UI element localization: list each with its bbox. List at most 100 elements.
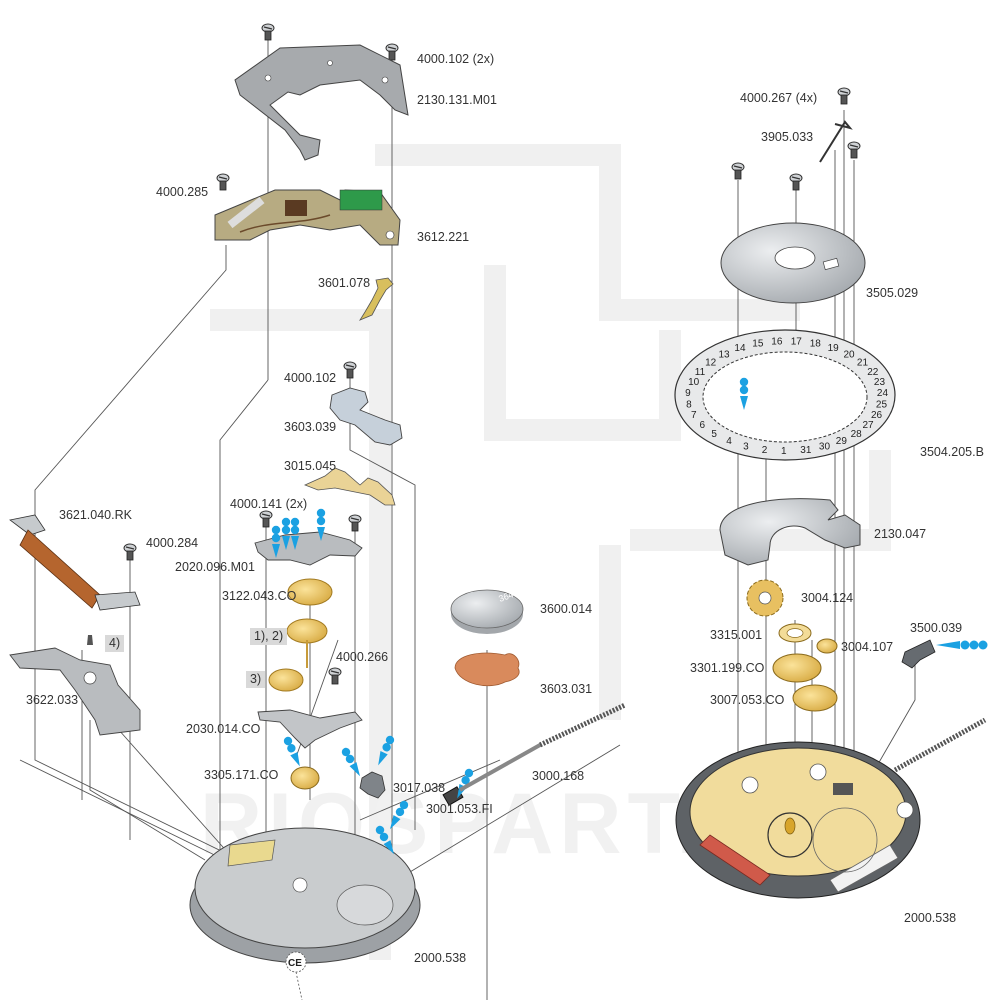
note-label: 4) [105, 635, 125, 652]
wheel-3122043 [287, 578, 333, 606]
part-label: 3603.031 [540, 682, 593, 696]
coil-red [699, 834, 771, 886]
date-number: 6 [700, 420, 706, 431]
date-number: 24 [877, 388, 889, 399]
wheel-3301199 [772, 653, 822, 683]
stem-3000168 [459, 743, 541, 792]
part-label: 3122.043.CO [222, 589, 297, 603]
date-number: 14 [734, 343, 746, 354]
part-label: 3001.053.FI [426, 802, 493, 816]
pcb-quartz [227, 196, 265, 229]
screw-4000141-b [348, 514, 362, 532]
wheel-3007053 [792, 684, 838, 712]
date-number: 15 [752, 339, 764, 350]
date-number: 28 [851, 429, 863, 440]
pivot-4 [87, 635, 93, 645]
wheel-3004107 [816, 638, 838, 654]
stem-thread [538, 702, 627, 748]
ce-stamp: CE [288, 958, 302, 969]
part-label: 3905.033 [761, 130, 814, 144]
screw-4000284 [123, 543, 137, 561]
date-number: 13 [719, 349, 731, 360]
part-label: 3004.107 [841, 640, 894, 654]
date-number: 26 [871, 410, 883, 421]
part-label: 4000.102 (2x) [417, 52, 495, 66]
wheel-3305171 [290, 766, 320, 790]
part-label: 3600.014 [540, 602, 593, 616]
pcb-trace [239, 214, 331, 233]
part-label: 3000.168 [532, 769, 585, 783]
date-number: 8 [686, 399, 692, 410]
part-label: 2130.047 [874, 527, 927, 541]
date-number: 18 [810, 339, 822, 350]
bg-stroke [210, 309, 391, 960]
part-label: 2000.538 [904, 911, 957, 925]
date-number: 5 [711, 429, 717, 440]
note-label: 3) [246, 671, 266, 688]
date-number: 27 [863, 420, 875, 431]
date-number: 19 [828, 343, 840, 354]
date-number: 31 [800, 445, 812, 456]
wheel-hole [758, 591, 772, 605]
screw-4000102-a [261, 23, 275, 41]
part-label: 4000.266 [336, 650, 389, 664]
oil-marker [340, 746, 364, 779]
hole [327, 60, 333, 66]
part-label: 3622.033 [26, 693, 79, 707]
plate-3622033 [9, 647, 141, 736]
bridge-2020096 [254, 531, 363, 566]
lever-3015045 [303, 467, 396, 506]
plate-center-hole [774, 246, 816, 270]
spring-3905033 [819, 120, 853, 163]
insulator-3603031 [454, 652, 520, 687]
part-label: 2000.538 [414, 951, 467, 965]
date-number: 4 [726, 436, 732, 447]
date-number: 25 [876, 399, 888, 410]
part-label: 3504.205.B [920, 445, 984, 459]
part-label: 4000.285 [156, 185, 209, 199]
spring-3601078 [358, 277, 394, 321]
battery-marking: 364 [497, 589, 515, 604]
plate-hole [896, 801, 914, 819]
coil-tab [94, 591, 141, 611]
plate-hole [741, 776, 759, 794]
hole [381, 76, 389, 84]
washer-hole [786, 628, 804, 638]
date-number: 30 [819, 442, 831, 453]
pcb-green-area [339, 189, 383, 211]
coil-3621040 [19, 529, 101, 609]
screw-4000267-d [789, 173, 803, 191]
date-number: 22 [867, 367, 879, 378]
date-number: 21 [857, 357, 869, 368]
part-label: 3315.001 [710, 628, 763, 642]
plate-hole [292, 877, 308, 893]
hole [385, 230, 395, 240]
plate-slot [822, 257, 840, 271]
part-label: 3601.078 [318, 276, 371, 290]
part-label: 4000.141 (2x) [230, 497, 308, 511]
date-disc-inner-teeth [702, 351, 868, 443]
date-number: 10 [688, 377, 700, 388]
part-label: 3603.039 [284, 420, 337, 434]
part-label: 2130.131.M01 [417, 93, 497, 107]
date-number: 2 [762, 445, 768, 456]
plate-circle [812, 807, 878, 873]
date-number: 7 [691, 410, 697, 421]
bg-stroke [375, 144, 800, 321]
screw-4000266 [328, 667, 342, 685]
wheel-1-2 [286, 618, 328, 644]
axis-line [295, 971, 303, 1000]
plate-2130047 [719, 498, 861, 566]
screw-4000285 [216, 173, 230, 191]
date-number: 17 [791, 336, 803, 347]
part-label: 3500.039 [910, 621, 963, 635]
lever-3500039 [901, 639, 936, 669]
part-label: 3612.221 [417, 230, 470, 244]
contact-3603039 [329, 387, 403, 446]
screw-4000267-b [847, 141, 861, 159]
screw-4000102-b [385, 43, 399, 61]
date-number: 9 [685, 388, 691, 399]
